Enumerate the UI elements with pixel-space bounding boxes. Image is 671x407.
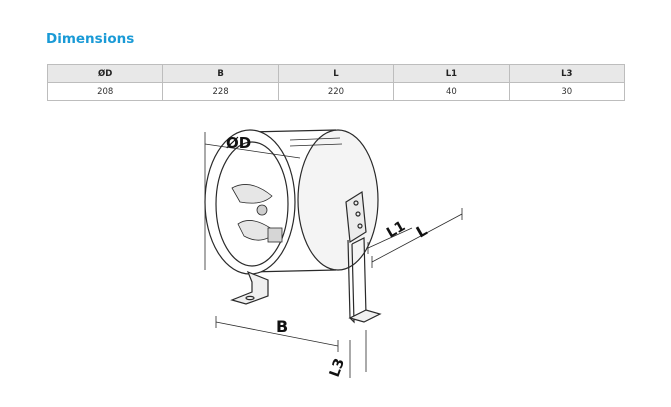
- fan-dimension-drawing: ØD B L L1 L3: [204, 129, 463, 379]
- header-l3: L3: [508, 64, 626, 83]
- section-title: Dimensions: [46, 31, 135, 47]
- label-l3: L3: [327, 356, 348, 379]
- fan-body: [204, 129, 382, 324]
- table-header-row: ØD B L L1 L3: [46, 64, 626, 83]
- cell-b: 228: [162, 82, 279, 101]
- table-row: 208 228 220 40 30: [46, 82, 626, 101]
- dimensions-table: ØD B L L1 L3 208 228 220 40 30: [46, 64, 626, 101]
- label-l1: L1: [384, 218, 408, 241]
- header-l1: L1: [393, 64, 510, 83]
- header-diameter: ØD: [46, 64, 164, 83]
- cell-l: 220: [277, 82, 395, 101]
- header-b: B: [162, 64, 279, 83]
- header-l: L: [277, 64, 395, 83]
- cell-l1: 40: [393, 82, 510, 101]
- label-diameter: ØD: [226, 134, 251, 152]
- label-b: B: [276, 317, 288, 336]
- dimension-lines: [204, 132, 463, 378]
- cell-diameter: 208: [46, 82, 164, 101]
- cell-l3: 30: [508, 82, 626, 101]
